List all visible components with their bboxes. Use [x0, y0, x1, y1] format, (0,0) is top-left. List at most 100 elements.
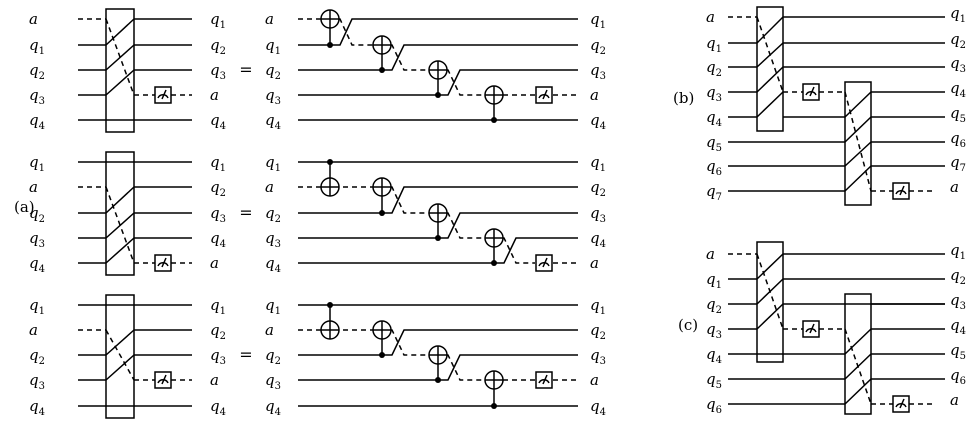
wire-label: q1 — [590, 10, 606, 31]
wire-label: q1 — [210, 296, 226, 317]
wire-label: q4 — [265, 111, 281, 132]
target-xor-icon — [484, 228, 504, 248]
wire-label: q1 — [29, 153, 45, 174]
qubit-wire — [438, 354, 578, 381]
control-dot — [379, 210, 385, 216]
target-xor-icon — [428, 203, 448, 223]
target-xor-icon — [372, 35, 392, 55]
wire-label: q3 — [265, 86, 281, 107]
wire-label: q3 — [950, 54, 966, 75]
swap-line — [105, 329, 135, 356]
wire-label: q7 — [950, 153, 966, 174]
wire-label: a — [590, 371, 599, 389]
wire-label: a — [29, 10, 38, 28]
wire-label: q4 — [29, 254, 45, 275]
panel-label: (c) — [678, 316, 698, 334]
wire-label: q2 — [590, 321, 606, 342]
wire-label: a — [29, 178, 38, 196]
wire-label: q3 — [29, 229, 45, 250]
wire-label: a — [210, 371, 219, 389]
measurement-icon — [892, 182, 910, 200]
wire-label: q1 — [210, 10, 226, 31]
qubit-wire — [494, 237, 578, 264]
wire-label: q4 — [210, 397, 226, 418]
wire-label: q5 — [950, 341, 966, 362]
swap-line — [844, 328, 872, 355]
swap-line — [105, 69, 135, 96]
wire-label: q2 — [29, 346, 45, 367]
wire-label: q2 — [590, 178, 606, 199]
swap-line — [844, 378, 872, 405]
wire-label: q5 — [706, 133, 722, 154]
wire-label: q6 — [950, 366, 966, 387]
qubit-wire — [382, 44, 578, 71]
wire-label: q3 — [950, 291, 966, 312]
wire-label: q3 — [210, 346, 226, 367]
wire-label: q2 — [706, 295, 722, 316]
swap-network-box — [844, 293, 872, 415]
swap-network-box — [756, 6, 784, 132]
measurement-icon — [154, 254, 172, 272]
wire-label: a — [590, 254, 599, 272]
wire-label: q6 — [706, 395, 722, 416]
equals-sign: = — [239, 60, 252, 79]
control-dot — [379, 67, 385, 73]
wire-label: a — [950, 178, 959, 196]
wire-label: q3 — [706, 320, 722, 341]
qubit-wire — [330, 18, 578, 46]
wire-label: q1 — [265, 296, 281, 317]
target-xor-icon — [428, 345, 448, 365]
wire-label: a — [210, 254, 219, 272]
measurement-icon — [535, 371, 553, 389]
wire-label: q1 — [590, 153, 606, 174]
control-dot — [491, 260, 497, 266]
swap-line — [844, 91, 872, 118]
wire-label: q4 — [706, 108, 722, 129]
ancilla-swap — [844, 328, 872, 405]
wire-label: q6 — [706, 157, 722, 178]
wire-label: q4 — [590, 229, 606, 250]
wire-label: q2 — [706, 58, 722, 79]
swap-line — [105, 18, 135, 46]
wire-label: q2 — [29, 204, 45, 225]
target-xor-icon — [484, 370, 504, 390]
target-xor-icon — [372, 320, 392, 340]
swap-line — [844, 165, 872, 192]
wire-label: a — [706, 8, 715, 26]
wire-label: q7 — [706, 182, 722, 203]
control-dot — [327, 42, 333, 48]
swap-network-box — [105, 8, 135, 133]
ancilla-swap — [756, 253, 784, 330]
ancilla-swap — [105, 329, 135, 381]
wire-label: q2 — [29, 61, 45, 82]
wire-label: q4 — [950, 316, 966, 337]
control-dot — [435, 235, 441, 241]
wire-label: a — [265, 321, 274, 339]
wire-label: q1 — [590, 296, 606, 317]
control-dot — [435, 377, 441, 383]
target-xor-icon — [320, 9, 340, 29]
swap-line — [756, 253, 784, 280]
measurement-icon — [802, 320, 820, 338]
wire-label: q3 — [265, 229, 281, 250]
ancilla-swap — [105, 186, 135, 264]
wire-label: q5 — [706, 370, 722, 391]
wire-label: q1 — [706, 270, 722, 291]
wire-label: a — [706, 245, 715, 263]
wire-label: a — [210, 86, 219, 104]
swap-network-box — [844, 81, 872, 206]
panel-label: (b) — [673, 89, 694, 107]
swap-line — [105, 237, 135, 264]
swap-network-box — [756, 241, 784, 363]
target-xor-icon — [320, 320, 340, 340]
wire-label: q1 — [265, 153, 281, 174]
wire-label: q2 — [265, 61, 281, 82]
target-xor-icon — [428, 60, 448, 80]
wire-label: q3 — [29, 371, 45, 392]
swap-network-box — [105, 151, 135, 276]
wire-label: q1 — [29, 296, 45, 317]
wire-label: q1 — [210, 153, 226, 174]
qubit-wire — [438, 69, 578, 96]
wire-label: q4 — [210, 111, 226, 132]
wire-label: q2 — [950, 30, 966, 51]
